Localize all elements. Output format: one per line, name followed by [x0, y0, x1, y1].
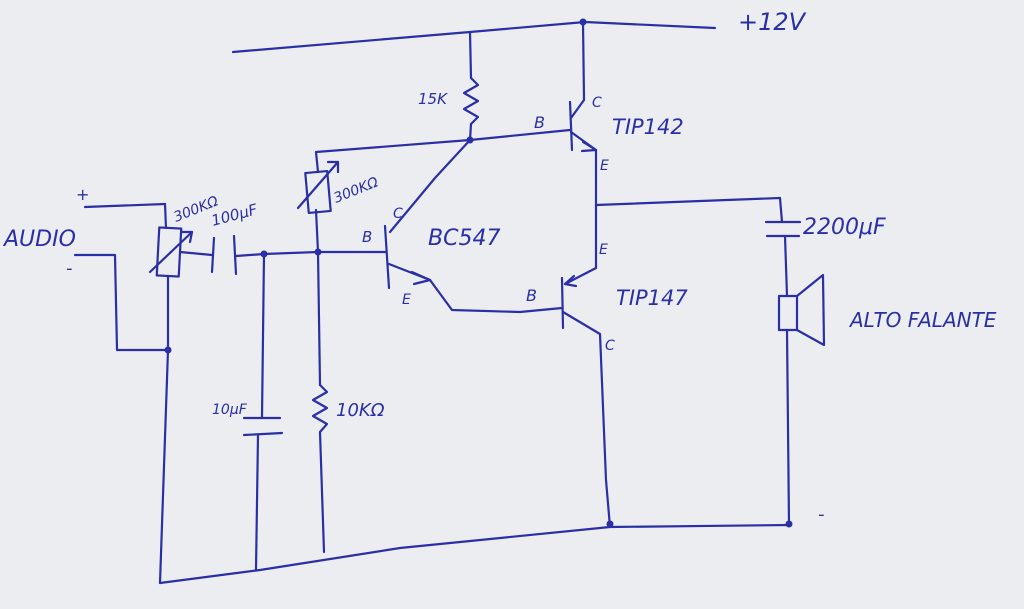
junction-dot	[579, 18, 587, 26]
cap-100u-plate-2	[232, 234, 238, 276]
cap-10u-label: 10μF	[212, 402, 248, 418]
audio-minus-label: -	[66, 258, 73, 279]
output-wire	[594, 196, 782, 207]
audio-label: AUDIO	[2, 227, 76, 252]
bias-pot-upper-wire	[314, 138, 472, 174]
bias-pot-arrowhead	[326, 160, 340, 174]
bc547-c-label: C	[393, 206, 403, 222]
speaker-lower-wire	[785, 328, 791, 527]
res-10k-upper-wire	[316, 250, 322, 387]
tip147-emitter-arrow	[563, 274, 578, 288]
res-10k-lower-wire	[318, 430, 326, 554]
bc547-collector-wire	[388, 138, 472, 234]
cap-100u-out-wire	[234, 250, 387, 258]
out-minus-label: -	[818, 504, 825, 525]
cap-2200u-upper-wire	[778, 196, 784, 224]
junction-dot	[606, 520, 614, 528]
audio-minus-wire	[73, 253, 170, 352]
junction-dot	[164, 346, 172, 354]
tip147-collector-leg	[561, 310, 602, 336]
tip142-e-label: E	[600, 158, 609, 174]
cap-10u-upper-wire	[260, 252, 266, 420]
speaker-cone	[795, 273, 826, 347]
tip147-collector-wire	[598, 332, 612, 529]
cap-10u-lower-wire	[254, 433, 260, 572]
tip142-c-label: C	[592, 95, 602, 111]
tip142-base-bar	[568, 100, 574, 152]
junction-dot	[314, 248, 322, 256]
tip142-emitter-arrow	[580, 140, 598, 153]
cap-2200u-label: 2200μF	[803, 215, 886, 240]
audio-plus-wire	[83, 202, 167, 209]
junction-dot	[785, 520, 793, 528]
tip142-name-label: TIP142	[612, 115, 684, 139]
ink-drawing	[73, 20, 826, 585]
tip142-collector-wire	[581, 20, 586, 102]
bc547-base-bar	[383, 224, 391, 290]
junction-dot	[260, 250, 268, 258]
bc547-e-label: E	[402, 292, 411, 308]
input-pot-body	[155, 226, 183, 278]
bias-pot-arrow	[296, 160, 340, 210]
supply-label: +12V	[738, 8, 807, 36]
bc547-emitter-arrow	[410, 270, 432, 286]
tip142-b-label: B	[534, 113, 545, 132]
input-pot-lead-top	[163, 202, 168, 230]
res-15k-upper-wire	[468, 30, 473, 80]
tip147-c-label: C	[605, 338, 615, 354]
cap-2200u-lower-wire	[783, 234, 789, 298]
res-15k-zigzag	[462, 76, 480, 126]
junction-dots	[164, 18, 793, 528]
bc547-emitter-to-tip147	[428, 278, 564, 314]
schematic-labels: +12V + AUDIO - 300KΩ 100μF 300KΩ 15K C B…	[2, 8, 997, 525]
bias-pot-lower-wire	[314, 208, 320, 254]
input-pot-arrow	[148, 230, 194, 274]
tip147-base-bar	[560, 276, 565, 330]
supply-rail	[231, 20, 717, 54]
junction-dot	[466, 136, 474, 144]
tip147-e-label: E	[599, 242, 608, 258]
cap-10u-plate-2	[242, 431, 284, 437]
input-pot-wiper-wire	[178, 250, 214, 257]
tip147-name-label: TIP147	[616, 286, 688, 310]
speaker-body	[777, 294, 799, 332]
tip147-emitter-leg	[563, 266, 598, 286]
left-ground-wire	[158, 348, 170, 585]
ground-bus	[158, 523, 792, 585]
bias-pot-body	[304, 170, 332, 214]
speaker-label: ALTO FALANTE	[848, 308, 997, 332]
res-10k-label: 10KΩ	[336, 400, 385, 421]
bias-pot-label: 300KΩ	[332, 174, 381, 206]
bc547-b-label: B	[362, 228, 372, 246]
tip142-base-wire	[468, 128, 572, 142]
res-15k-label: 15K	[418, 90, 448, 108]
tip147-b-label: B	[526, 286, 537, 305]
bc547-name-label: BC547	[428, 226, 500, 251]
tip142-collector-leg	[569, 98, 586, 120]
cap-100u-plate-1	[210, 236, 216, 274]
input-pot-arrowhead	[180, 230, 194, 244]
res-10k-zigzag	[311, 383, 329, 434]
audio-plus-label: +	[76, 185, 89, 204]
